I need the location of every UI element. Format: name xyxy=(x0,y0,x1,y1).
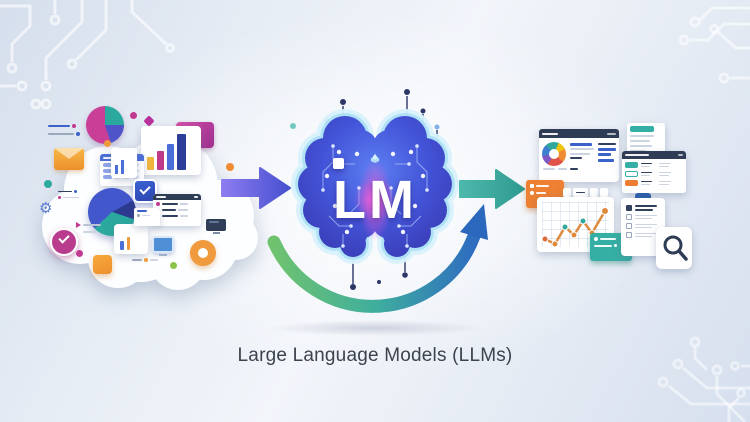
donut-orange-icon xyxy=(190,240,216,266)
doc-header xyxy=(630,126,654,132)
orange-dot xyxy=(226,163,234,171)
input-arrow xyxy=(221,167,291,209)
orange-square-icon xyxy=(93,255,112,274)
bar xyxy=(147,157,154,170)
sliders-icon xyxy=(48,124,80,136)
magenta-dot xyxy=(130,112,137,119)
circuit-decoration-top-right xyxy=(678,6,750,84)
teal-dot xyxy=(44,180,52,188)
output-arrow xyxy=(459,169,525,209)
search-icon xyxy=(663,235,688,261)
pencil-notes-icon xyxy=(76,222,101,233)
monitor-dark-icon xyxy=(206,219,226,234)
delivery-card xyxy=(134,208,160,226)
mini-bar-card xyxy=(114,224,148,254)
cycle-arrow xyxy=(267,204,488,313)
dashboard-text-lines xyxy=(570,142,594,159)
check-square-icon xyxy=(133,179,157,203)
brain-label: LM xyxy=(333,170,417,230)
pie-chart-small-icon xyxy=(86,106,124,144)
circuit-decoration-bottom-right xyxy=(657,336,750,422)
envelope-icon xyxy=(54,148,84,170)
circuit-decoration-top-left xyxy=(0,0,175,110)
clipboard-checklist xyxy=(621,193,665,256)
check-circle-icon xyxy=(50,228,78,256)
bar xyxy=(177,134,186,170)
orange-dot xyxy=(104,140,111,147)
llm-brain: LM xyxy=(290,89,465,290)
analytics-dashboard-card xyxy=(539,129,619,182)
pagination xyxy=(563,188,608,197)
slider-small-icon xyxy=(58,190,79,199)
line-chart-card xyxy=(537,197,614,252)
letter-dot xyxy=(333,158,344,169)
bar xyxy=(157,151,164,170)
brain-label-group: LM xyxy=(333,158,417,230)
bar-chart-card xyxy=(141,126,201,175)
bar xyxy=(167,144,174,170)
magenta-dot xyxy=(76,250,83,257)
report-card xyxy=(622,151,686,193)
donut-chart-icon xyxy=(542,142,566,166)
caption: Large Language Models (LLMs) xyxy=(237,345,513,366)
signal-bars-icon xyxy=(111,148,137,178)
gear-icon: ⚙ xyxy=(39,200,53,217)
list-card xyxy=(153,194,201,226)
ground-shadow xyxy=(268,320,483,336)
slider-tiny-icon xyxy=(132,258,158,262)
search-card xyxy=(656,227,692,269)
monitor-blue-icon xyxy=(152,236,174,256)
dashboard-progress-bars xyxy=(598,142,616,162)
green-dot xyxy=(170,262,177,269)
